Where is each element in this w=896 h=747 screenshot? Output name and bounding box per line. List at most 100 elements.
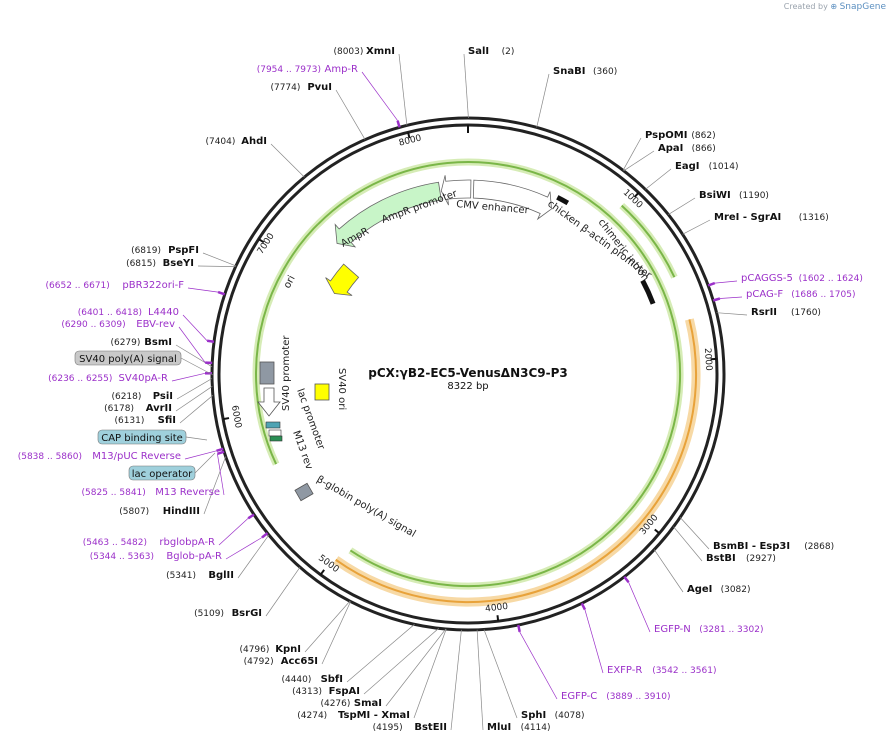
primer-range: (3281 .. 3302) [699, 625, 763, 635]
restriction-site-eagi: EagI(1014) [645, 161, 738, 189]
primer-leader-line [585, 610, 603, 673]
site-position: (6815) [126, 259, 156, 269]
primer-leader-line [720, 297, 742, 299]
primer-mark [624, 577, 628, 583]
primer-pcag-f: pCAG-F(1686 .. 1705) [713, 289, 855, 301]
credit-brand: SnapGene [840, 2, 886, 12]
site-name: SnaBI [553, 66, 585, 77]
site-name: PsiI [153, 391, 173, 402]
primer-range: (5344 .. 5363) [90, 552, 154, 562]
primer-name: Amp-R [325, 64, 359, 75]
restriction-site-mrei-sgrai: MreI - SgrAI(1316) [683, 212, 829, 234]
restriction-site-ahdi: AhdI(7404) [205, 136, 304, 177]
site-position: (5109) [194, 609, 224, 619]
site-position: (4114) [521, 723, 551, 733]
primer-range: (5838 .. 5860) [18, 452, 82, 462]
intron-black-segment [643, 281, 654, 304]
primer-range: (1686 .. 1705) [791, 290, 855, 300]
primer-leader-line [715, 281, 737, 283]
site-position: (2927) [746, 554, 776, 564]
site-leader-line [717, 313, 748, 315]
primer-range: (5825 .. 5841) [82, 488, 146, 498]
restriction-site-apai: ApaI(866) [624, 143, 716, 171]
primer-name: M13/pUC Reverse [92, 451, 181, 462]
cap-binding-box [266, 422, 280, 428]
site-name: BsmI [144, 337, 172, 348]
site-leader-line [364, 628, 439, 694]
insert-band-glow [336, 319, 696, 602]
feature-label-ori: ori [282, 274, 298, 291]
tick-label: 5000 [316, 553, 341, 575]
primer-name: Bglob-pA-R [166, 551, 222, 562]
primer-name: SV40pA-R [119, 373, 168, 384]
site-leader-line [537, 74, 549, 127]
site-name: MluI [487, 722, 511, 733]
site-leader-line [654, 550, 683, 592]
site-position: (7404) [205, 137, 235, 147]
primer-range: (7954 .. 7973) [257, 65, 321, 75]
site-leader-line [451, 630, 461, 730]
primer-egfp-c: EGFP-C (3889 .. 3910) [518, 625, 670, 702]
primer-range: (3889 .. 3910) [606, 692, 670, 702]
tick-label: 4000 [485, 602, 509, 615]
site-name: BstBI [706, 553, 736, 564]
insert-band-line [336, 319, 696, 602]
site-name: AgeI [687, 584, 712, 595]
primer-name: EXFP-R [607, 665, 642, 676]
primer-range: (6401 .. 6418) [78, 308, 142, 318]
restriction-site-bsmbi-esp3i: BsmBI - Esp3I(2868) [680, 517, 834, 552]
site-leader-line [203, 253, 236, 266]
globin-polyA-box [295, 483, 313, 500]
site-leader-line [645, 169, 671, 189]
site-leader-line [674, 527, 703, 561]
tick-label: 8000 [398, 133, 423, 148]
tick-mark [497, 615, 498, 621]
primer-amp-r: Amp-R (7954 .. 7973) [257, 64, 400, 127]
plasmid-size: 8322 bp [447, 381, 488, 392]
site-leader-line [322, 602, 351, 665]
site-name: SfiI [158, 415, 176, 426]
restriction-site-sali: SalI(2) [464, 46, 514, 118]
primer-leader-line [185, 451, 217, 459]
tick-label: 7000 [256, 231, 277, 256]
snapgene-credit: Created by ⊕ SnapGene [784, 2, 886, 12]
restriction-site-snabi: SnaBI(360) [537, 66, 618, 127]
site-leader-line [176, 386, 212, 411]
primer-range: (5463 .. 5482) [83, 538, 147, 548]
credit-prefix: Created by [784, 2, 828, 11]
site-position: (2868) [804, 542, 834, 552]
site-leader-line [464, 54, 468, 118]
plasmid-title: pCX:γB2-EC5-VenusΔN3C9-P3 [368, 366, 568, 380]
tick-label: 2000 [702, 348, 713, 372]
primer-mark [262, 533, 268, 537]
site-position: (3082) [721, 585, 751, 595]
site-name: TspMI - XmaI [338, 710, 410, 721]
primer-name: pCAGGS-5 [741, 273, 793, 284]
site-position: (4440) [281, 675, 311, 685]
restriction-site-xmni: XmnI(8003) [333, 46, 406, 125]
primer-mark [708, 283, 715, 285]
site-name: BsrGI [232, 608, 262, 619]
site-leader-line [347, 624, 415, 682]
site-name: SmaI [354, 698, 382, 709]
site-position: (4276) [320, 699, 350, 709]
primer-mark [248, 515, 254, 519]
primer-leader-line [172, 373, 205, 381]
feature-box-leader [195, 453, 215, 473]
site-position: (4078) [555, 711, 585, 721]
lac-promoter-box [269, 430, 281, 436]
primer-name: EGFP-C [561, 691, 597, 702]
site-leader-line [198, 266, 236, 267]
primer-pbr322ori-f: pBR322ori-F(6652 .. 6671) [46, 280, 225, 294]
primer-leader-line [362, 72, 398, 121]
primer-leader-line [226, 538, 262, 560]
site-position: (6178) [104, 404, 134, 414]
site-leader-line [683, 220, 711, 234]
primer-mark [207, 341, 214, 342]
feature-box-leader [186, 437, 207, 440]
site-leader-line [180, 395, 213, 423]
restriction-site-bsiwi: BsiWI(1190) [668, 190, 769, 215]
tick-mark [223, 418, 229, 419]
site-leader-line [336, 90, 365, 140]
primer-exfp-r: EXFP-R(3542 .. 3561) [582, 603, 717, 676]
